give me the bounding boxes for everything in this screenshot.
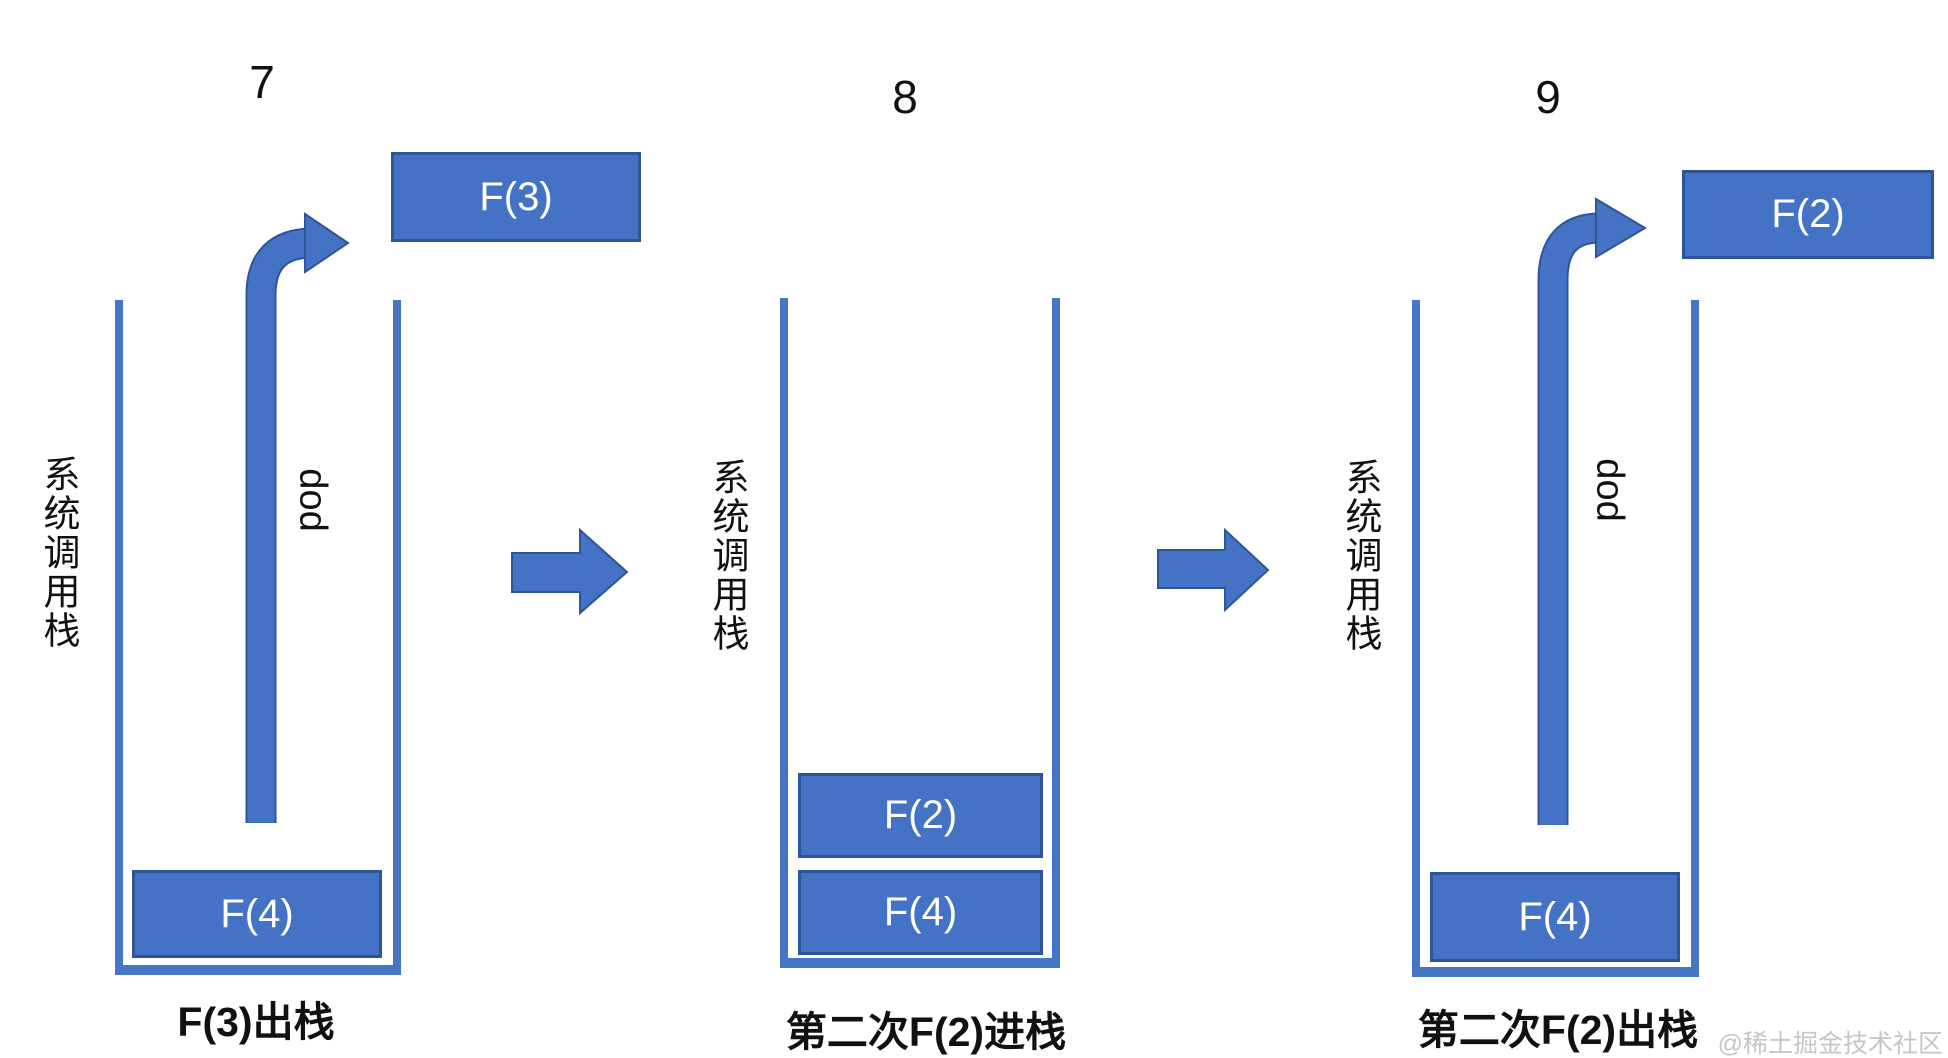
popped-frame-label: F(2) [1771,192,1845,236]
stack-frame-label: F(4) [883,890,958,934]
step-number: 8 [892,71,918,123]
stack-side-label: 系统调用栈 [707,458,748,653]
step-number: 9 [1535,71,1561,123]
stack-side-label: 系统调用栈 [1340,458,1381,653]
pop-label: pop [1584,458,1627,522]
panel-caption: F(3)出栈 [177,999,335,1045]
pop-label: pop [287,468,330,532]
panel-caption: 第二次F(2)出栈 [1417,1007,1699,1053]
stack-side-label: 系统调用栈 [38,455,79,650]
popped-frame-box: F(2) [1682,170,1934,259]
stack-frame-label: F(4) [220,891,294,936]
stack-frame-label: F(4) [1518,894,1592,939]
flow-arrow-icon [1157,527,1270,613]
flow-arrow-icon [511,527,629,616]
panel-caption: 第二次F(2)进栈 [785,1009,1067,1055]
step-number: 7 [249,56,275,108]
call-stack-container [780,298,1060,968]
stack-frame-box: F(4) [1430,872,1680,962]
stack-frame-box: F(4) [798,870,1043,955]
stack-frame-label: F(2) [883,793,958,837]
call-stack-container [1412,300,1699,977]
popped-frame-label: F(3) [479,174,553,219]
pop-arrow-icon [245,212,350,823]
stack-frame-box: F(2) [798,773,1043,858]
stack-frame-box: F(4) [132,870,382,958]
watermark: @稀土掘金技术社区 [1717,1030,1943,1058]
call-stack-container [115,300,401,975]
pop-arrow-icon [1537,197,1647,825]
popped-frame-box: F(3) [391,152,641,242]
